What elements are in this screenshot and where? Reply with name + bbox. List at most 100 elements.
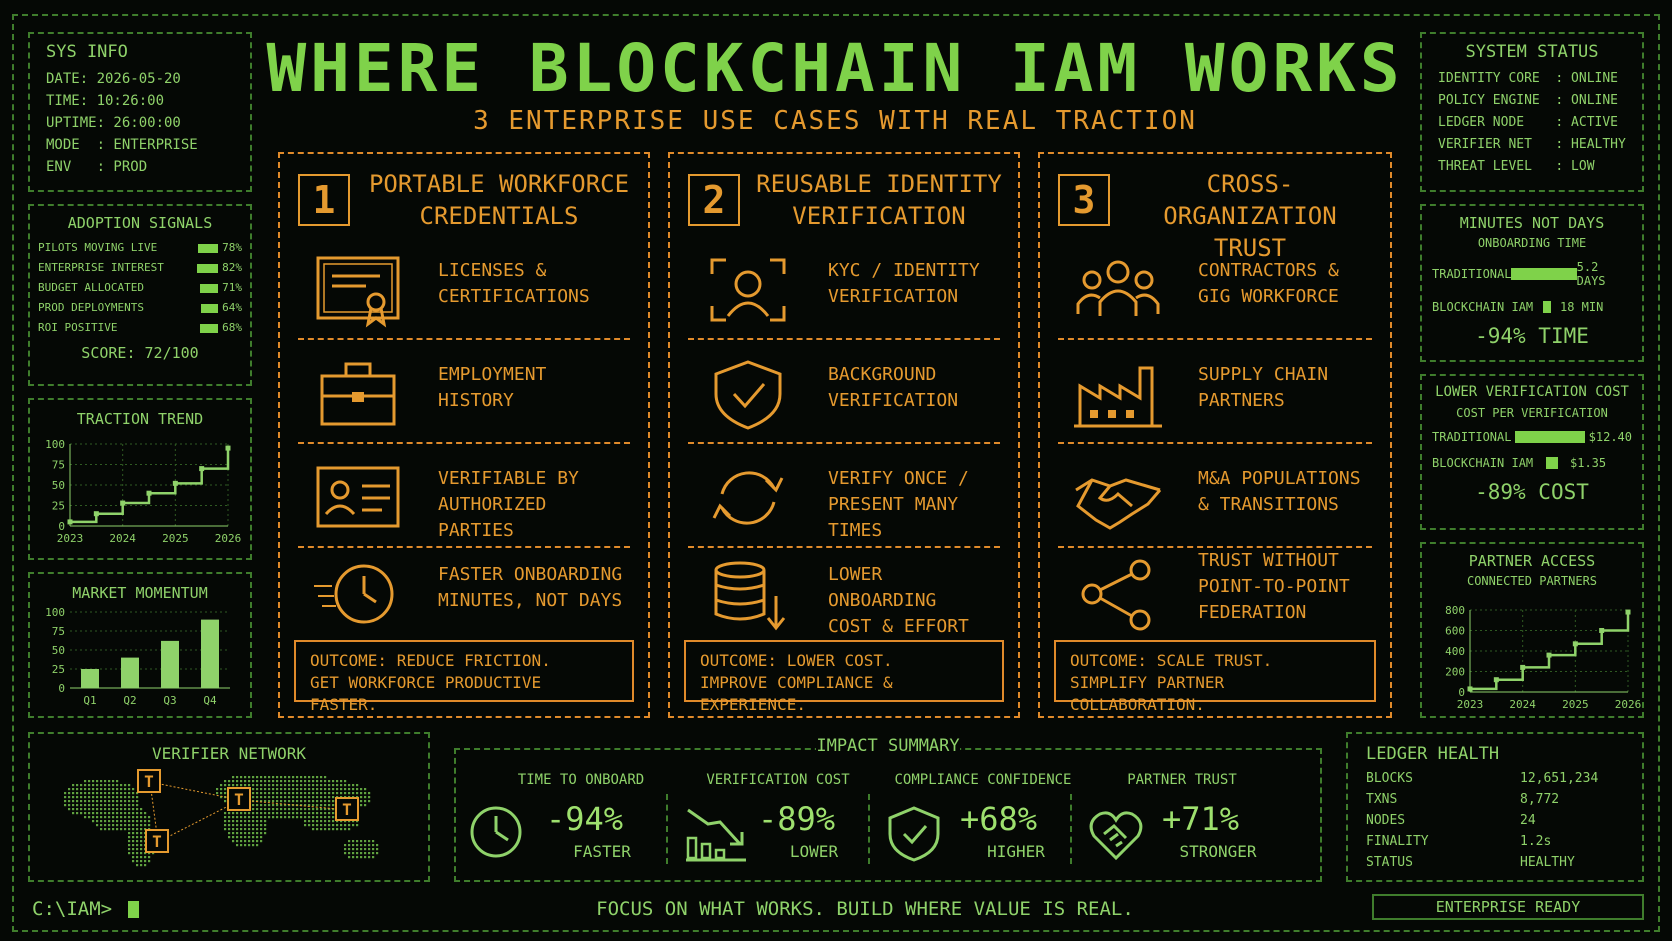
adoption-value: 71%: [222, 281, 242, 294]
map-dot: [72, 796, 75, 799]
map-dot: [104, 784, 107, 787]
map-dot: [296, 792, 299, 795]
cost-bc-row: BLOCKCHAIN IAM $1.35: [1432, 456, 1632, 470]
impact-value: +68%: [960, 800, 1038, 838]
map-dot: [280, 800, 283, 803]
map-dot: [136, 828, 139, 831]
map-dot: [300, 812, 303, 815]
item-line: KYC / IDENTITY: [828, 260, 980, 281]
verifier-node-marker[interactable]: T: [227, 787, 251, 811]
map-dot: [72, 788, 75, 791]
map-dot: [240, 816, 243, 819]
y-tick-label: 25: [52, 500, 65, 513]
map-dot: [100, 820, 103, 823]
map-dot: [360, 852, 363, 855]
map-dot: [360, 840, 363, 843]
map-dot: [328, 796, 331, 799]
map-dot: [244, 840, 247, 843]
map-dot: [68, 788, 71, 791]
map-dot: [352, 788, 355, 791]
map-dot: [140, 828, 143, 831]
map-dot: [256, 796, 259, 799]
map-dot: [132, 812, 135, 815]
map-dot: [324, 820, 327, 823]
map-dot: [324, 828, 327, 831]
map-dot: [108, 800, 111, 803]
map-dot: [316, 796, 319, 799]
map-dot: [100, 784, 103, 787]
map-dot: [104, 820, 107, 823]
ledger-value: 1.2s: [1520, 834, 1552, 849]
use-case-title-line: VERIFICATION: [792, 202, 966, 230]
map-dot: [320, 808, 323, 811]
map-dot: [368, 844, 371, 847]
map-dot: [92, 784, 95, 787]
command-prompt[interactable]: C:\IAM>: [32, 898, 139, 920]
map-dot: [136, 856, 139, 859]
sys-info-line: ENV : PROD: [46, 159, 148, 175]
map-dot: [288, 808, 291, 811]
map-dot: [124, 828, 127, 831]
map-dot: [132, 800, 135, 803]
map-dot: [244, 824, 247, 827]
map-dot: [80, 808, 83, 811]
sys-info-heading: SYS INFO: [46, 42, 128, 62]
map-dot: [220, 792, 223, 795]
map-dot: [360, 856, 363, 859]
map-dot: [240, 812, 243, 815]
map-dot: [128, 836, 131, 839]
data-point: [1572, 641, 1578, 647]
verifier-node-marker[interactable]: T: [137, 769, 161, 793]
item-line: VERIFIABLE BY: [438, 468, 579, 489]
map-dot: [348, 824, 351, 827]
map-dot: [220, 784, 223, 787]
map-dot: [300, 808, 303, 811]
map-dot: [284, 788, 287, 791]
map-dot: [132, 844, 135, 847]
world-map: T T T T: [64, 769, 379, 867]
outcome-line: GET WORKFORCE PRODUCTIVE FASTER.: [310, 673, 542, 714]
map-dot: [312, 820, 315, 823]
map-dot: [92, 812, 95, 815]
map-dot: [244, 812, 247, 815]
map-dot: [280, 796, 283, 799]
ledger-value: 8,772: [1520, 792, 1560, 807]
adoption-label: PROD DEPLOYMENTS: [38, 301, 144, 314]
use-case-item-text: M&A POPULATIONS& TRANSITIONS: [1198, 466, 1361, 518]
adoption-label: ROI POSITIVE: [38, 321, 118, 334]
map-dot: [88, 780, 91, 783]
adoption-heading: ADOPTION SIGNALS: [67, 214, 213, 232]
use-case-outcome: OUTCOME: REDUCE FRICTION.GET WORKFORCE P…: [294, 640, 634, 714]
map-dot: [336, 788, 339, 791]
marker-label: T: [234, 790, 244, 809]
map-dot: [120, 788, 123, 791]
map-dot: [132, 860, 135, 863]
map-dot: [292, 780, 295, 783]
map-dot: [336, 824, 339, 827]
data-point: [225, 445, 231, 451]
map-dot: [256, 788, 259, 791]
map-dot: [92, 796, 95, 799]
map-dot: [300, 792, 303, 795]
map-dot: [324, 824, 327, 827]
map-dot: [104, 824, 107, 827]
adoption-value: 78%: [222, 241, 242, 254]
map-dot: [128, 804, 131, 807]
verifier-node-marker[interactable]: T: [335, 797, 359, 821]
impact-value: -89%: [758, 800, 836, 838]
map-dot: [228, 780, 231, 783]
x-tick-label: 2025: [162, 532, 189, 545]
adoption-value: 82%: [222, 261, 242, 274]
verifier-node-marker[interactable]: T: [145, 829, 169, 853]
item-line: COST & EFFORT: [828, 616, 969, 637]
y-tick-label: 600: [1445, 625, 1465, 638]
map-dot: [216, 792, 219, 795]
item-line: CONTRACTORS &: [1198, 260, 1339, 281]
map-dot: [148, 820, 151, 823]
map-dot: [128, 792, 131, 795]
